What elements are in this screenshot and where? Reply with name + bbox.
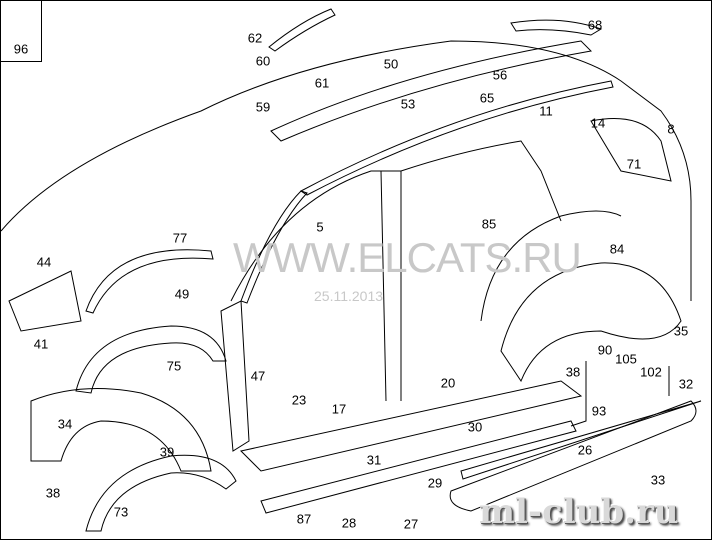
wheel-arch-84 bbox=[500, 262, 682, 383]
callout-77: 77 bbox=[172, 230, 188, 246]
callout-49: 49 bbox=[174, 286, 190, 302]
callout-68: 68 bbox=[587, 17, 603, 33]
callout-31: 31 bbox=[366, 452, 382, 468]
callout-47: 47 bbox=[250, 368, 266, 384]
callout-50: 50 bbox=[383, 56, 399, 72]
callout-59: 59 bbox=[255, 99, 271, 115]
fender-flare-75 bbox=[75, 325, 227, 394]
inner-fender-34 bbox=[30, 388, 212, 472]
roof-molding-11 bbox=[300, 80, 614, 196]
callout-84: 84 bbox=[609, 241, 625, 257]
door-frame bbox=[230, 140, 562, 402]
callout-65: 65 bbox=[479, 90, 495, 106]
callout-90: 90 bbox=[597, 342, 613, 358]
fender-flare-73 bbox=[85, 454, 237, 532]
bracket-47 bbox=[220, 300, 250, 452]
fender-77 bbox=[85, 249, 214, 314]
callout-17: 17 bbox=[331, 401, 347, 417]
callout-53: 53 bbox=[400, 96, 416, 112]
callout-60: 60 bbox=[255, 53, 271, 69]
callout-105: 105 bbox=[615, 351, 637, 367]
callout-20: 20 bbox=[440, 375, 456, 391]
roof-rail-50 bbox=[270, 40, 593, 142]
window-molding-5 bbox=[240, 190, 308, 304]
callout-30: 30 bbox=[467, 419, 483, 435]
callout-23: 23 bbox=[291, 392, 307, 408]
callout-14: 14 bbox=[590, 115, 606, 131]
wheel-arch-85 bbox=[480, 210, 622, 322]
callout-34: 34 bbox=[57, 416, 73, 432]
part-96-box bbox=[1, 1, 42, 62]
bracket-line bbox=[570, 361, 670, 427]
callout-96: 96 bbox=[13, 41, 29, 57]
callout-102: 102 bbox=[640, 364, 662, 380]
callout-38-front: 38 bbox=[45, 485, 61, 501]
callout-5: 5 bbox=[316, 219, 324, 235]
watermark-logo: ml-club.ru bbox=[479, 492, 679, 532]
running-board-26 bbox=[449, 400, 697, 512]
callout-61: 61 bbox=[314, 75, 330, 91]
callout-11: 11 bbox=[539, 103, 553, 119]
callout-39: 39 bbox=[159, 444, 175, 460]
roof-trim-68 bbox=[510, 19, 603, 36]
rear-window-71 bbox=[590, 118, 672, 182]
roof-trim-62 bbox=[268, 8, 336, 52]
sill-87 bbox=[260, 420, 577, 514]
callout-29: 29 bbox=[427, 475, 443, 491]
callout-75: 75 bbox=[166, 358, 182, 374]
callout-38-rear: 38 bbox=[565, 364, 581, 380]
callout-44: 44 bbox=[36, 254, 52, 270]
callout-93: 93 bbox=[591, 403, 607, 419]
callout-73: 73 bbox=[113, 504, 129, 520]
callout-35: 35 bbox=[673, 323, 689, 339]
trim-strip-32 bbox=[460, 400, 702, 480]
callout-26: 26 bbox=[577, 442, 593, 458]
callout-62: 62 bbox=[247, 30, 263, 46]
callout-28: 28 bbox=[341, 515, 357, 531]
callout-33: 33 bbox=[650, 472, 666, 488]
callout-27: 27 bbox=[403, 516, 419, 532]
watermark-date: 25.11.2013 bbox=[314, 288, 384, 304]
callout-8: 8 bbox=[667, 121, 675, 137]
body-outline bbox=[1, 40, 692, 301]
callout-87: 87 bbox=[296, 511, 312, 527]
callout-32: 32 bbox=[678, 376, 694, 392]
callout-41: 41 bbox=[33, 336, 49, 352]
sill-17 bbox=[239, 380, 583, 472]
splash-41 bbox=[8, 270, 82, 332]
callout-56: 56 bbox=[492, 67, 508, 83]
callout-85: 85 bbox=[481, 216, 497, 232]
watermark-site: WWW.ELCATS.RU bbox=[233, 234, 582, 281]
callout-71: 71 bbox=[626, 156, 642, 172]
